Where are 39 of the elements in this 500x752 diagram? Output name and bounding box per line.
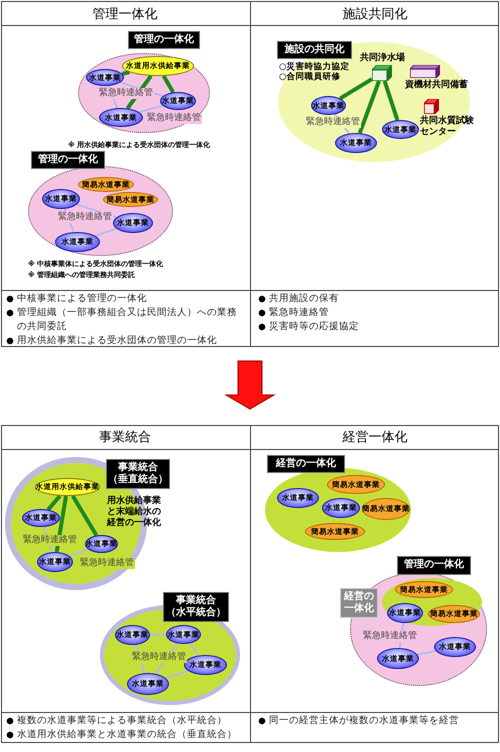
connector-line <box>166 670 188 679</box>
connector-line <box>122 70 130 76</box>
edge-label: 緊急時連絡管 <box>305 117 361 128</box>
title-label: 管理の一体化 <box>128 31 200 49</box>
connector-line <box>162 74 175 94</box>
column-header: 事業統合 <box>99 429 151 446</box>
title-label: 経営の一体化 <box>267 455 345 473</box>
edge-label: 緊急時連絡管 <box>57 212 113 223</box>
connector-line <box>95 228 117 237</box>
facility-label: 資機材共同備蓄 <box>405 80 468 91</box>
title-label: 経営の一体化 <box>340 588 378 618</box>
column-header: 施設共同化 <box>342 6 408 22</box>
edge-label: 緊急時連絡管 <box>146 113 202 124</box>
connector-line <box>339 77 374 100</box>
connector-line <box>150 634 166 636</box>
edge-label: 緊急時連絡管 <box>79 558 135 569</box>
connector-line <box>69 548 88 558</box>
connector-line <box>46 494 62 511</box>
connector-line <box>382 80 400 121</box>
connector-line <box>189 642 200 656</box>
connector-line <box>71 494 98 536</box>
title-label: 施設の共同化 <box>277 41 352 59</box>
edge-label: 緊急時連絡管 <box>131 652 187 663</box>
connector-line <box>417 650 436 656</box>
edge-label: 緊急時連絡管 <box>362 631 418 642</box>
facility-label: 共同水質試験センター <box>420 116 475 138</box>
title-label: 管理の一体化 <box>31 151 105 169</box>
connector-line <box>358 80 381 134</box>
note-text: ○災害時協力協定 ○合同職員研修 <box>279 62 350 82</box>
connector-line <box>54 496 68 552</box>
title-label: 管理の一体化 <box>397 556 471 575</box>
title-label: 事業統合（垂直統合） <box>106 459 170 489</box>
facility-label: 共同浄水場 <box>360 53 405 64</box>
edge-label: 緊急時連絡管 <box>22 535 78 546</box>
title-label: 事業統合（水平統合） <box>163 592 229 622</box>
connector-line <box>139 104 163 114</box>
column-header: 管理一体化 <box>92 6 158 22</box>
column-header: 経営一体化 <box>342 429 408 446</box>
edge-label: 緊急時連絡管 <box>98 88 154 99</box>
